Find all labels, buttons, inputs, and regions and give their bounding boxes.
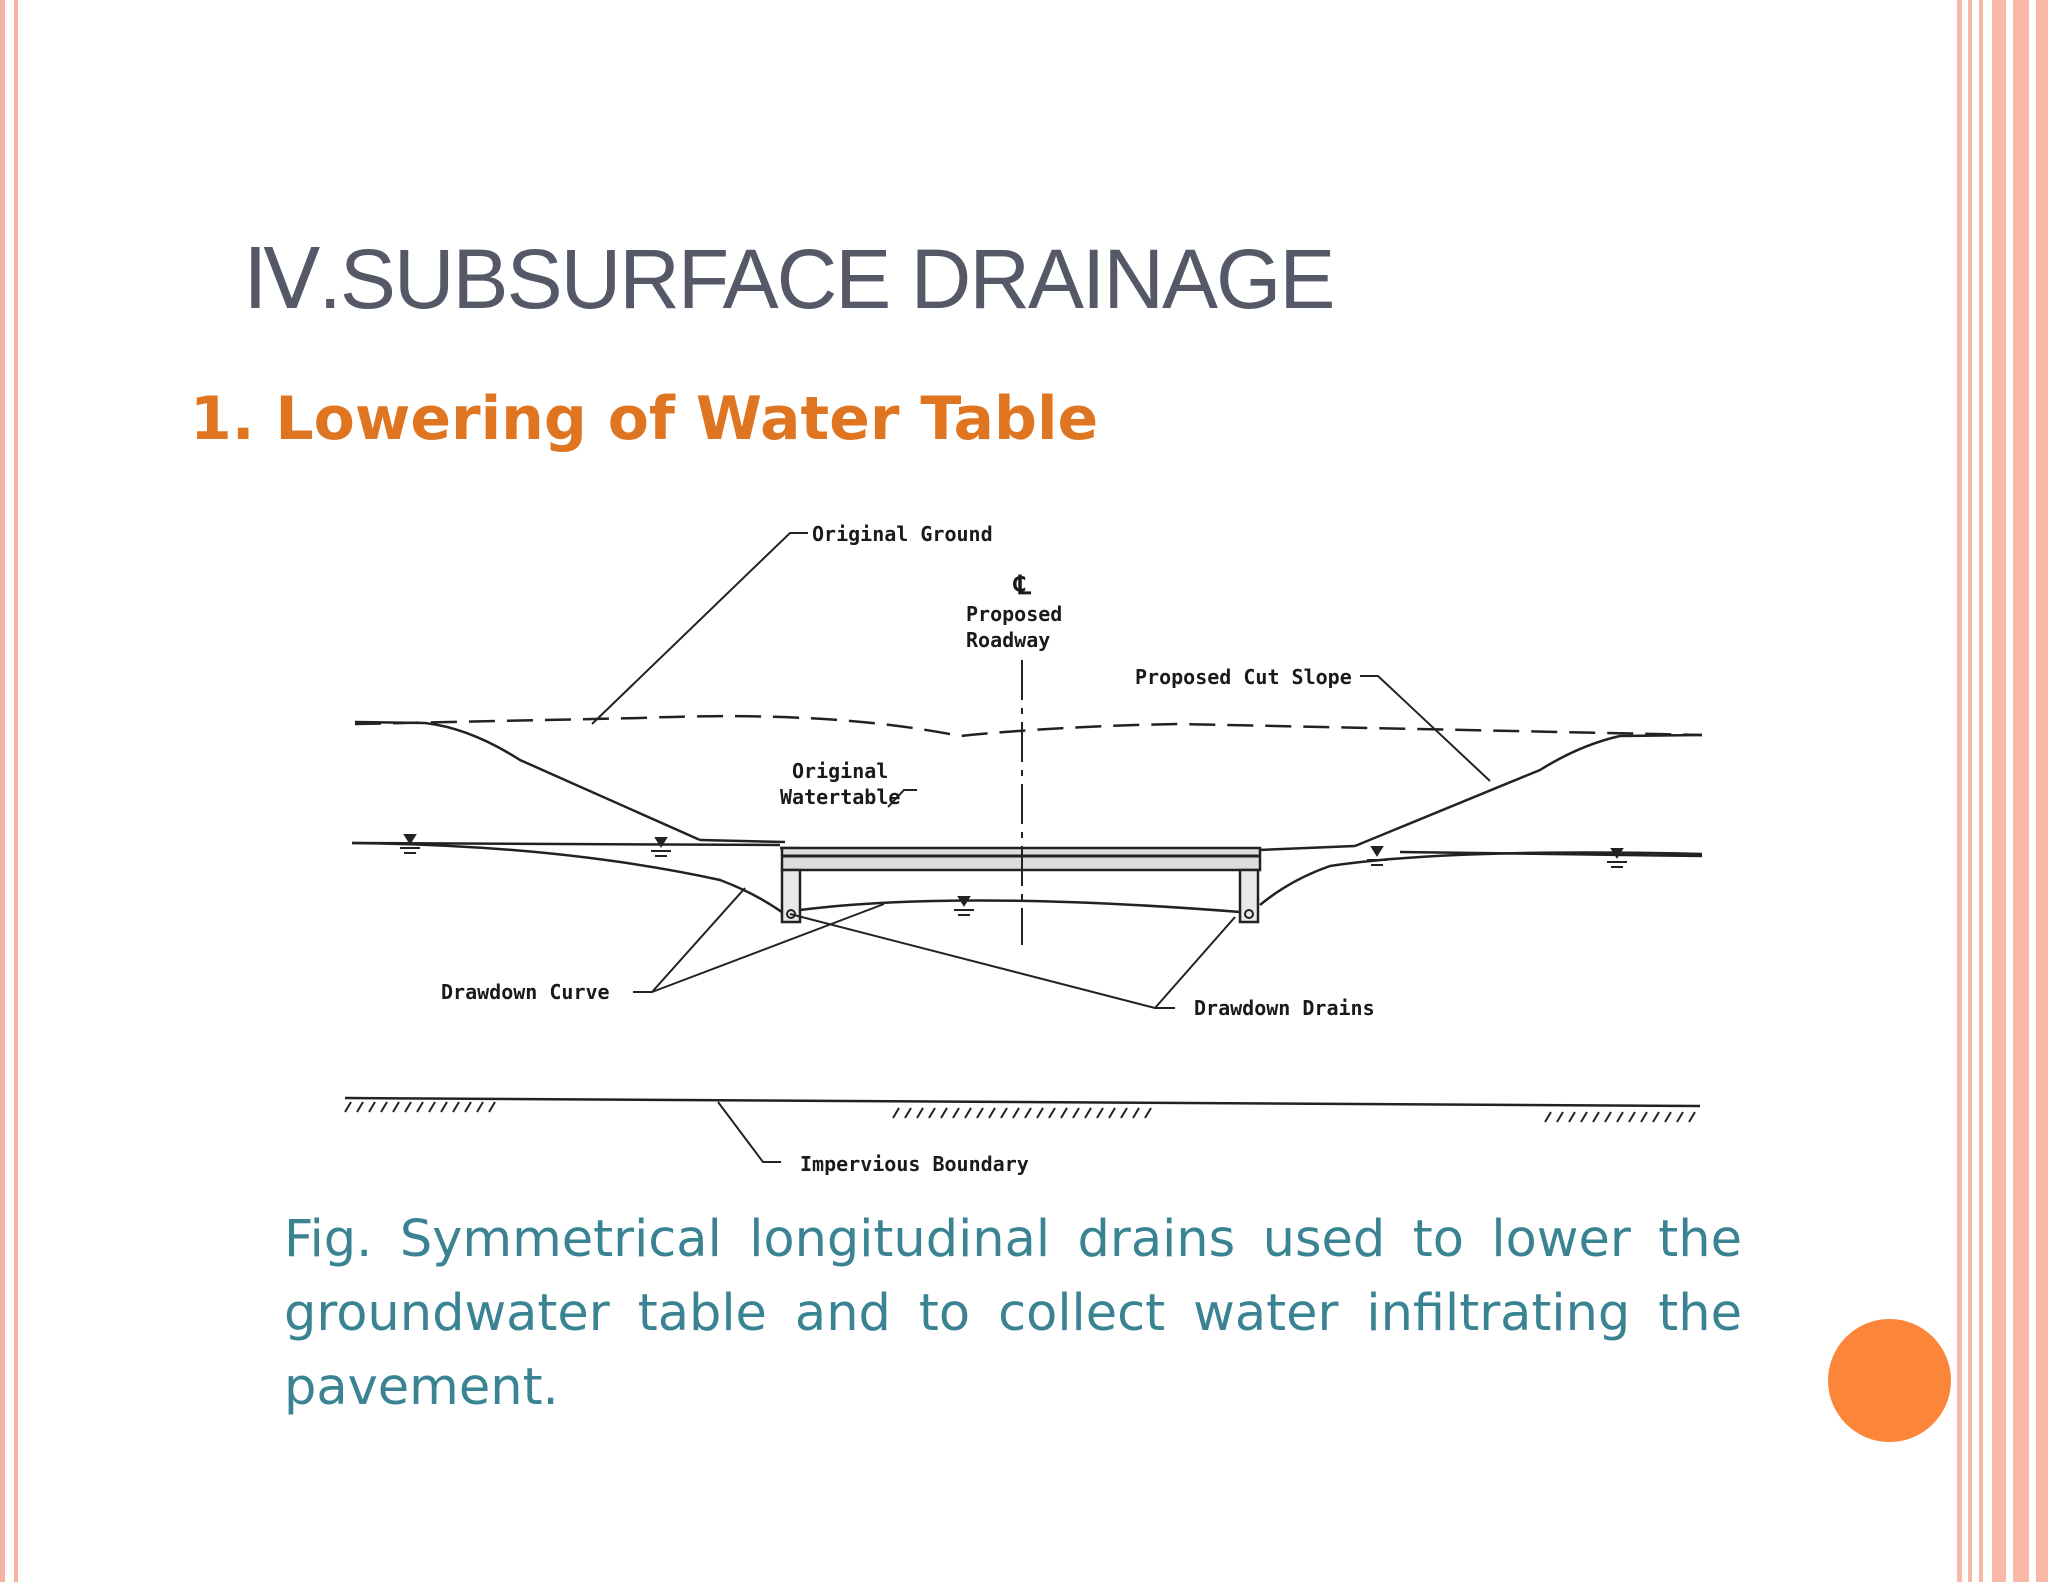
label-proposed-roadway-2: Roadway: [966, 628, 1050, 652]
right-border-stripe: [1979, 0, 1983, 1582]
cut-slope-left: [354, 720, 701, 842]
right-border-stripe: [1992, 0, 2006, 1582]
label-original-watertable-2: Watertable: [780, 785, 900, 809]
label-drawdown-curve: Drawdown Curve: [441, 980, 610, 1004]
label-proposed-roadway-1: Proposed: [966, 602, 1062, 626]
drain-trench-right: [1238, 868, 1260, 924]
left-border-outer: [0, 0, 5, 1582]
right-border-stripe: [1957, 0, 1962, 1582]
label-original-ground: Original Ground: [812, 522, 993, 546]
figure-caption: Fig. Symmetrical longitudinal drains use…: [284, 1210, 1742, 1417]
original-watertable-line: [351, 841, 781, 847]
right-border-stripe: [2013, 0, 2029, 1582]
original-ground-line: [354, 714, 1703, 738]
impervious-hatching: [344, 1101, 1696, 1123]
decorative-circle: [1828, 1319, 1951, 1442]
slide-subtitle: 1. Lowering of Water Table: [190, 384, 1099, 454]
slide-title: Ⅳ.SUBSURFACE DRAINAGE: [243, 232, 1335, 326]
label-centerline-symbol: ℄: [1013, 571, 1032, 601]
left-border-inner: [14, 0, 18, 1582]
label-proposed-cut-slope: Proposed Cut Slope: [1135, 665, 1352, 689]
drainage-cross-section-diagram: Original Ground ℄ Proposed Roadway Propo…: [344, 522, 1703, 1176]
drain-trench-left: [780, 868, 802, 924]
cut-slope-right: [1354, 733, 1703, 848]
impervious-boundary-line: [344, 1096, 1701, 1108]
drawdown-curve-right: [1259, 851, 1703, 906]
right-border-stripe: [2036, 0, 2048, 1582]
drawdown-curve-left: [351, 841, 791, 919]
leader-lines: [591, 532, 1491, 1163]
label-impervious-boundary: Impervious Boundary: [800, 1152, 1029, 1176]
label-original-watertable-1: Original: [792, 759, 888, 783]
right-border-stripe: [1968, 0, 1972, 1582]
drawdown-curve-middle: [799, 899, 1241, 914]
label-drawdown-drains: Drawdown Drains: [1194, 996, 1375, 1020]
